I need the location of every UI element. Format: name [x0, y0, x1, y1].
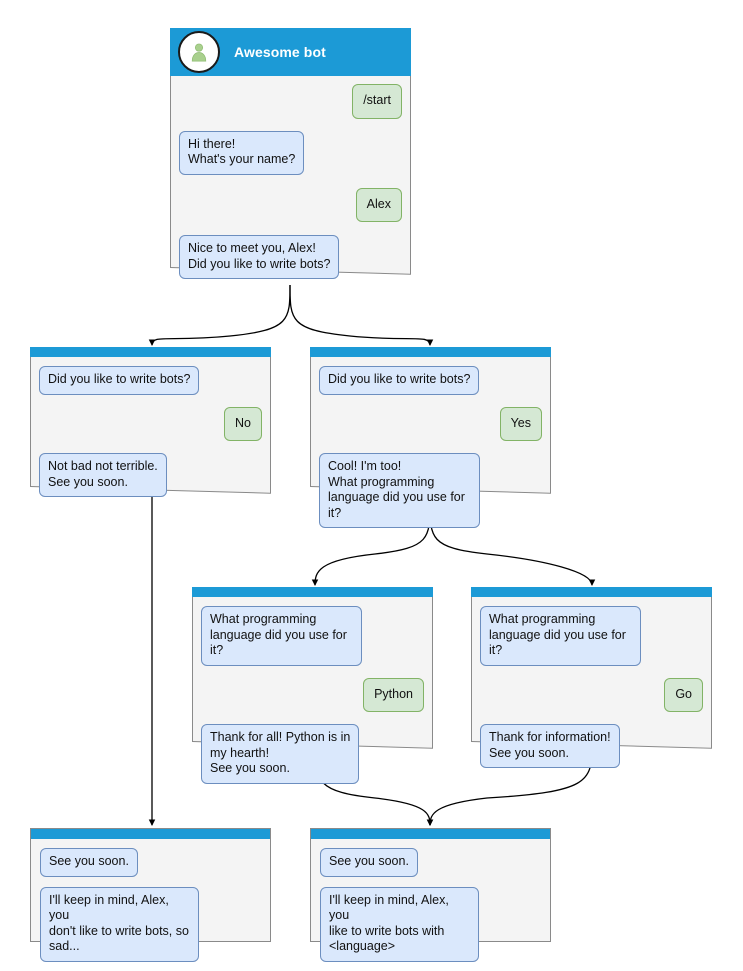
message-row: Nice to meet you, Alex! Did you like to … [179, 235, 402, 279]
chat-node-lang-python[interactable]: What programming language did you use fo… [192, 587, 433, 784]
bot-message-bubble[interactable]: Hi there! What's your name? [179, 130, 305, 175]
message-row: /start [179, 84, 402, 119]
person-avatar-icon [178, 31, 220, 73]
bot-message-bubble[interactable]: Thank for all! Python is in my hearth! S… [201, 724, 360, 784]
message-row: I'll keep in mind, Alex, you don't like … [40, 886, 261, 962]
bot-message-bubble[interactable]: What programming language did you use fo… [480, 606, 641, 666]
chat-node-end-sad[interactable]: See you soon. I'll keep in mind, Alex, y… [30, 828, 271, 962]
message-list: See you soon. I'll keep in mind, Alex, y… [31, 839, 270, 962]
message-row: Cool! I'm too! What programming language… [319, 453, 542, 528]
message-row: Yes [319, 406, 542, 441]
message-row: I'll keep in mind, Alex, you like to wri… [320, 886, 541, 962]
node-content: See you soon. I'll keep in mind, Alex, y… [311, 829, 550, 962]
bot-message-bubble[interactable]: Not bad not terrible. See you soon. [39, 453, 167, 497]
message-row: No [39, 406, 262, 441]
bot-message-bubble[interactable]: Cool! I'm too! What programming language… [319, 453, 480, 528]
bot-message-bubble[interactable]: Nice to meet you, Alex! Did you like to … [179, 235, 340, 279]
chat-node-end-happy[interactable]: See you soon. I'll keep in mind, Alex, y… [310, 828, 551, 962]
node-content: What programming language did you use fo… [192, 587, 433, 784]
bot-message-bubble[interactable]: What programming language did you use fo… [201, 606, 362, 666]
bot-message-bubble[interactable]: Thank for information! See you soon. [480, 724, 620, 768]
message-row: Thank for all! Python is in my hearth! S… [201, 724, 424, 784]
node-titlebar [31, 829, 270, 839]
node-content: Awesome bot /start Hi there! What's your… [170, 28, 411, 279]
chat-node-answer-no[interactable]: Did you like to write bots? No Not bad n… [30, 347, 271, 497]
node-content: What programming language did you use fo… [471, 587, 712, 768]
message-list: /start Hi there! What's your name? Alex … [170, 76, 411, 279]
bot-message-bubble[interactable]: See you soon. [320, 848, 418, 877]
bot-name-label: Awesome bot [234, 44, 326, 60]
message-row: See you soon. [320, 848, 541, 877]
message-row: Not bad not terrible. See you soon. [39, 453, 262, 497]
chat-node-lang-go[interactable]: What programming language did you use fo… [471, 587, 712, 768]
message-list: Did you like to write bots? Yes Cool! I'… [310, 357, 551, 528]
node-content: Did you like to write bots? Yes Cool! I'… [310, 347, 551, 528]
node-titlebar [192, 587, 433, 597]
message-row: Alex [179, 187, 402, 222]
bot-message-bubble[interactable]: I'll keep in mind, Alex, you don't like … [40, 886, 200, 962]
user-message-bubble[interactable]: Go [664, 677, 703, 712]
node-titlebar [30, 347, 271, 357]
user-message-bubble[interactable]: /start [352, 84, 402, 119]
message-row: Did you like to write bots? [319, 366, 542, 395]
message-row: Hi there! What's your name? [179, 130, 402, 175]
message-row: Python [201, 677, 424, 712]
message-row: What programming language did you use fo… [480, 606, 703, 666]
message-row: Did you like to write bots? [39, 366, 262, 395]
message-row: See you soon. [40, 848, 261, 877]
message-row: Go [480, 677, 703, 712]
edge-start-to-answer-yes [289, 284, 434, 347]
bot-message-bubble[interactable]: I'll keep in mind, Alex, you like to wri… [320, 886, 480, 962]
user-message-bubble[interactable]: No [224, 406, 262, 441]
user-message-bubble[interactable]: Alex [355, 187, 402, 222]
message-row: Thank for information! See you soon. [480, 724, 703, 768]
message-list: Did you like to write bots? No Not bad n… [30, 357, 271, 497]
node-content: See you soon. I'll keep in mind, Alex, y… [31, 829, 270, 962]
node-titlebar: Awesome bot [170, 28, 411, 76]
message-list: What programming language did you use fo… [471, 597, 712, 768]
node-titlebar [311, 829, 550, 839]
user-message-bubble[interactable]: Python [363, 677, 424, 712]
bot-message-bubble[interactable]: Did you like to write bots? [39, 366, 200, 395]
message-row: What programming language did you use fo… [201, 606, 424, 666]
message-list: See you soon. I'll keep in mind, Alex, y… [311, 839, 550, 962]
node-titlebar [471, 587, 712, 597]
node-content: Did you like to write bots? No Not bad n… [30, 347, 271, 497]
user-message-bubble[interactable]: Yes [499, 406, 542, 441]
edge-start-to-answer-no [148, 284, 291, 347]
chat-node-start[interactable]: Awesome bot /start Hi there! What's your… [170, 28, 411, 279]
chat-node-answer-yes[interactable]: Did you like to write bots? Yes Cool! I'… [310, 347, 551, 528]
message-list: What programming language did you use fo… [192, 597, 433, 784]
bot-message-bubble[interactable]: See you soon. [40, 848, 138, 877]
node-titlebar [310, 347, 551, 357]
bot-message-bubble[interactable]: Did you like to write bots? [319, 366, 480, 395]
